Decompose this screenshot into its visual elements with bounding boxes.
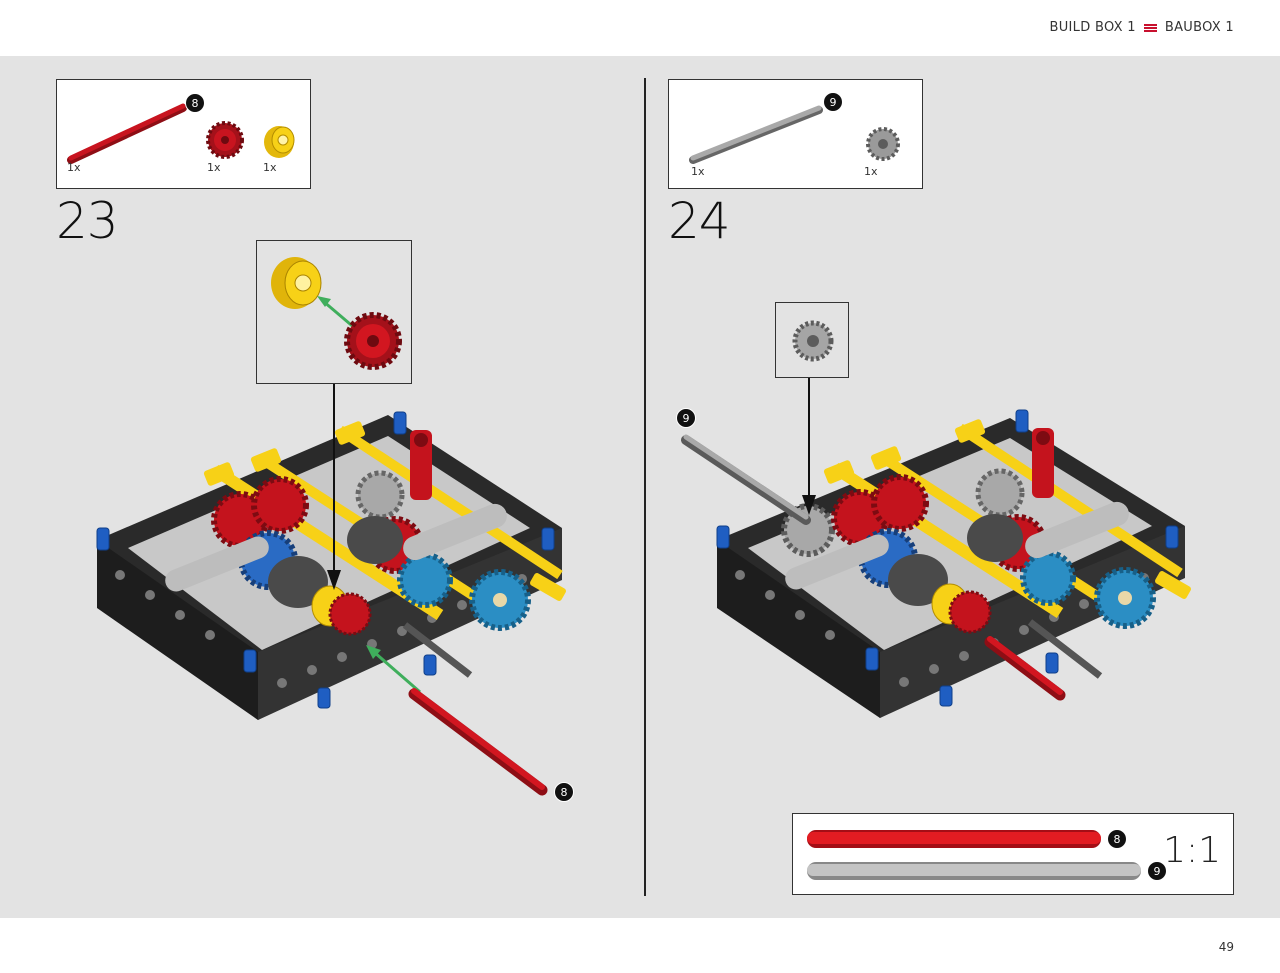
gray-axle-scale-icon (807, 862, 1141, 880)
step-23-parts-art (67, 103, 295, 164)
flag-icon (1143, 23, 1157, 33)
gray-gear-icon (792, 320, 834, 362)
red-gear-icon (206, 121, 244, 159)
qty-gray-gear: 1x (864, 165, 878, 178)
subassembly-art (271, 257, 402, 370)
scale-ratio-label: 1:1 (1163, 830, 1221, 871)
red-gear-icon (344, 312, 402, 370)
gray-gear-icon (866, 127, 900, 161)
build-box-de: BAUBOX 1 (1164, 20, 1234, 35)
gray-axle-icon (689, 105, 823, 164)
gray-axle-icon (681, 434, 811, 525)
part-badge-9: 9 (823, 92, 843, 112)
step-24-subassembly-callout (775, 302, 849, 378)
qty-gray-axle: 1x (691, 165, 705, 178)
page-header: BUILD BOX 1 BAUBOX 1 (0, 0, 1280, 56)
qty-yellow-bush: 1x (263, 161, 277, 174)
scale-badge-8: 8 (1107, 829, 1127, 849)
build-box-label: BUILD BOX 1 BAUBOX 1 (1050, 20, 1235, 35)
qty-red-axle: 1x (67, 161, 81, 174)
part-badge-8: 8 (185, 93, 205, 113)
page-number: 49 (1218, 940, 1234, 954)
red-axle-icon (408, 688, 548, 796)
step-24-parts-art (689, 105, 900, 164)
step-23-parts-list: 8 1x 1x 1x (56, 79, 311, 189)
step-24-parts-list: 9 1x 1x (668, 79, 923, 189)
step-divider (644, 78, 646, 896)
scale-badge-9: 9 (1147, 861, 1167, 881)
gear-cluster (211, 470, 531, 631)
scale-reference-box: 8 9 1:1 (792, 813, 1234, 895)
qty-red-gear: 1x (207, 161, 221, 174)
axle-badge-8: 8 (554, 782, 574, 802)
axle-badge-9: 9 (676, 408, 696, 428)
build-box-en: BUILD BOX 1 (1049, 20, 1136, 35)
step-23-number: 23 (56, 192, 119, 250)
page-footer: 49 (0, 918, 1280, 973)
yellow-bush-icon (264, 126, 295, 158)
step-23-subassembly-callout (256, 240, 412, 384)
red-axle-icon (67, 103, 187, 164)
yellow-bush-icon (271, 257, 322, 309)
scale-axles-art (807, 830, 1141, 880)
step-24-number: 24 (668, 192, 731, 250)
red-axle-scale-icon (807, 830, 1101, 848)
